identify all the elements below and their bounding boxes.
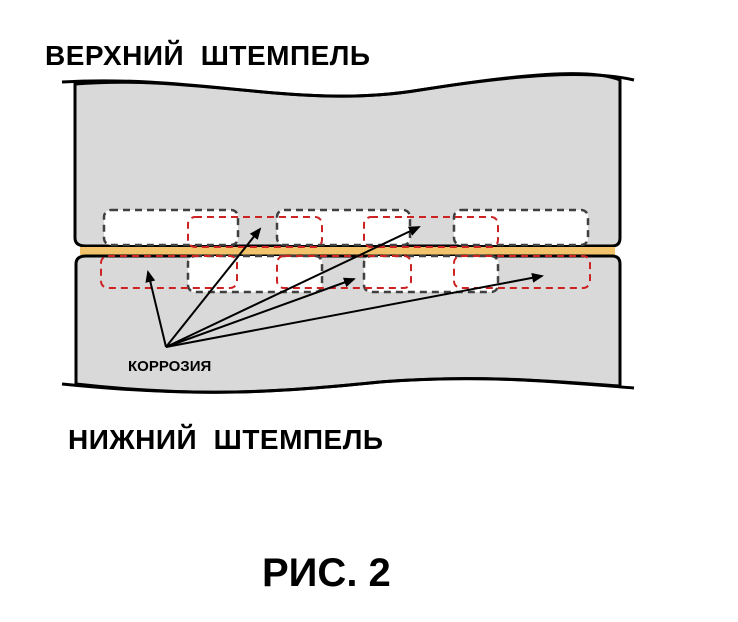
corrosion-label: КОРРОЗИЯ: [128, 358, 212, 375]
upper-pockets: [102, 208, 590, 247]
upper-pocket: [275, 208, 412, 247]
corrosion-arrow: [165, 272, 544, 348]
corrosion-contour: [187, 216, 323, 248]
corrosion-contour: [363, 216, 499, 248]
upper-punch-top-edge: [61, 73, 635, 98]
figure-caption: РИС. 2: [262, 551, 391, 595]
upper-punch-label: ВЕРХНИЙ ШТЕМПЕЛЬ: [45, 40, 371, 71]
lower-pockets: [186, 254, 500, 294]
corrosion-arrows: [145, 226, 544, 348]
upper-pocket: [452, 208, 590, 247]
lower-punch-bottom-edge: [61, 377, 635, 394]
lower-pocket: [186, 254, 324, 294]
lower-punch-label: НИЖНИЙ ШТЕМПЕЛЬ: [68, 424, 384, 455]
corrosion-arrow: [165, 226, 421, 348]
upper-pocket: [102, 208, 240, 247]
corrosion-arrow: [165, 277, 356, 348]
corrosion-contour: [276, 255, 412, 289]
corrosion-contour: [100, 255, 238, 289]
gap-strip: [80, 247, 615, 255]
corrosion-arrow: [145, 270, 167, 348]
corrosion-contour: [453, 255, 591, 289]
upper-corrosion-contours: [187, 216, 499, 248]
corrosion-arrow: [165, 227, 262, 348]
lower-pocket: [362, 254, 500, 294]
lower-corrosion-contours: [100, 255, 591, 289]
